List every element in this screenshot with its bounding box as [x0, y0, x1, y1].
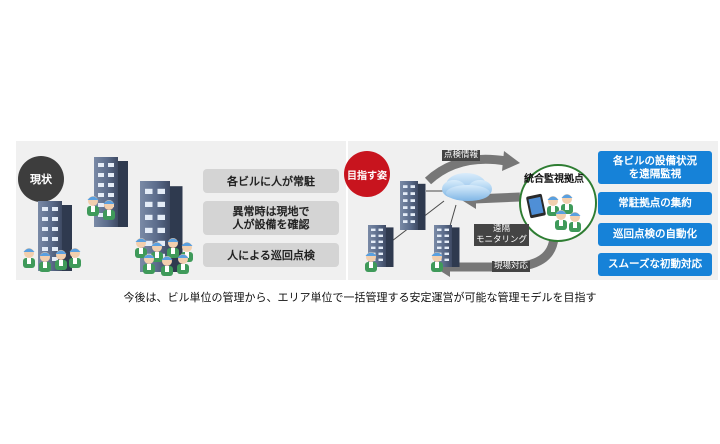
worker-icon	[23, 248, 35, 268]
benefit-1: 各ビルの設備状況 を遠隔監視	[598, 151, 712, 184]
benefit-3: 巡回点検の自動化	[598, 223, 712, 246]
flow-label-onsite-response: 現場対応	[492, 261, 531, 272]
current-state-label: 現状	[18, 156, 64, 202]
flow-label-remote-monitoring: 遠隔 モニタリング	[474, 224, 530, 246]
hub-title: 統合監視拠点	[524, 174, 584, 185]
building-icon	[400, 181, 426, 230]
benefit-4: スムーズな初動対応	[598, 253, 712, 276]
current-item-3: 人による巡回点検	[203, 243, 339, 267]
target-illustration	[365, 151, 597, 277]
cloud-icon	[442, 173, 492, 201]
current-item-2: 異常時は現地で 人が設備を確認	[203, 201, 339, 235]
current-state-panel: 現状 各ビルに人が常駐 異常時は現地で 人が設備を確認 人による巡回点検	[16, 141, 346, 280]
target-state-panel: 目指す姿	[344, 141, 718, 280]
target-state-label: 目指す姿	[344, 151, 390, 197]
tablet-icon	[526, 193, 546, 219]
current-item-1: 各ビルに人が常駐	[203, 169, 339, 193]
flow-label-inspection: 点検情報	[442, 150, 481, 161]
benefit-2: 常駐拠点の集約	[598, 192, 712, 215]
caption: 今後は、ビル単位の管理から、エリア単位で一括管理する安定運営が可能な管理モデルを…	[123, 291, 597, 304]
